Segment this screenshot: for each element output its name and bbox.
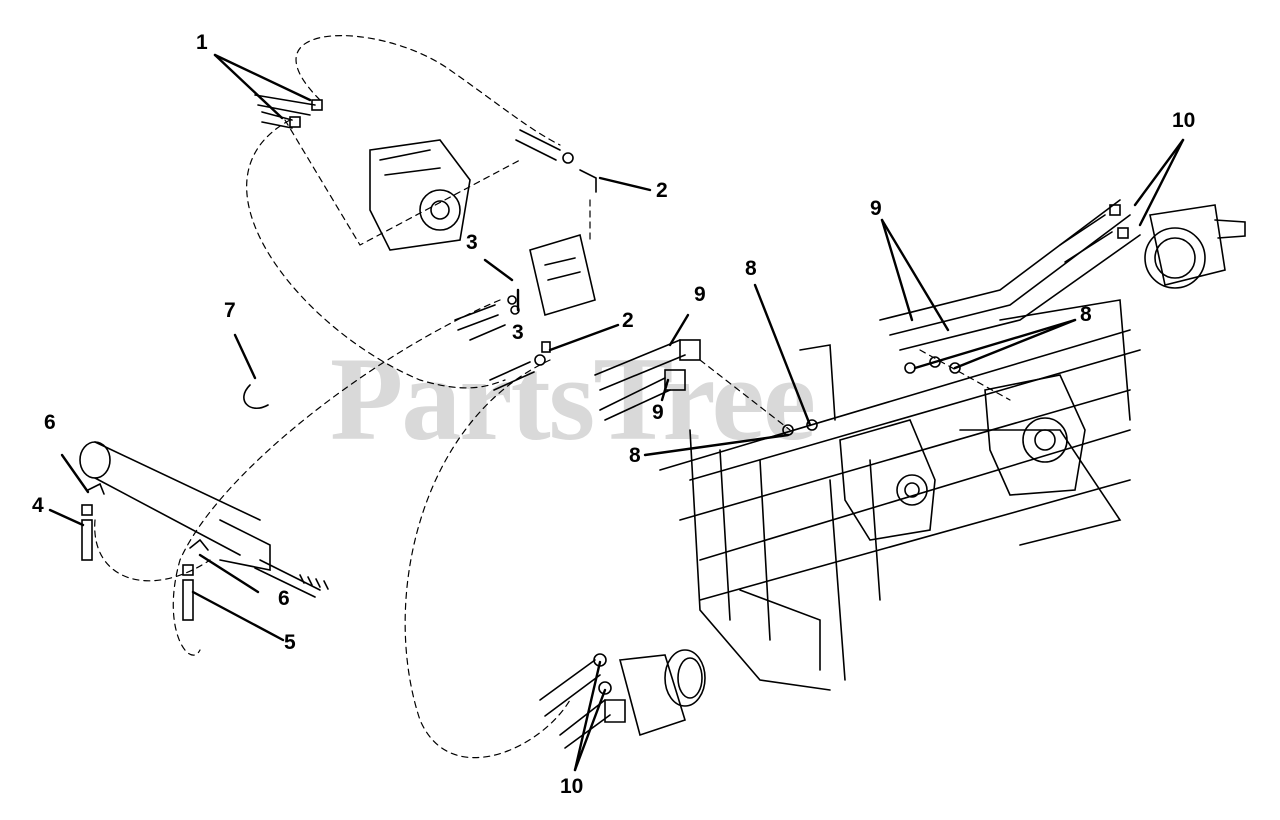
callout-2-upper: 2 [656, 179, 668, 202]
callout-8-right: 8 [1080, 303, 1092, 326]
callout-2-lower: 2 [622, 309, 634, 332]
callout-7: 7 [224, 299, 236, 322]
leader-lines [48, 53, 1185, 772]
callout-4: 4 [32, 494, 44, 517]
callout-9-upper: 9 [694, 283, 706, 306]
upper-wheel-motor [1144, 204, 1246, 289]
callout-8-lower: 8 [629, 444, 641, 467]
lift-cylinder [79, 441, 329, 621]
callout-8-center: 8 [745, 257, 757, 280]
middle-hoses [594, 339, 818, 436]
frame-assembly [659, 299, 1141, 691]
lower-pump [839, 419, 936, 541]
hose-routes [94, 35, 1011, 759]
callout-10-upper: 10 [1172, 109, 1196, 132]
callout-3-upper: 3 [466, 231, 478, 254]
retaining-ring [243, 384, 269, 409]
callout-9-lower: 9 [652, 401, 664, 424]
callout-10-lower: 10 [560, 775, 584, 798]
callout-9-right: 9 [870, 197, 882, 220]
callout-6-upper: 6 [44, 411, 56, 434]
callout-6-lower: 6 [278, 587, 290, 610]
callout-1: 1 [196, 31, 208, 54]
control-valve [529, 233, 596, 317]
rear-pump [984, 374, 1086, 496]
upper-pump [369, 139, 471, 251]
lower-wheel-motor [539, 649, 706, 749]
upper-hoses [254, 94, 597, 391]
right-hoses [879, 199, 1141, 374]
callout-5: 5 [284, 631, 296, 654]
callout-3-lower: 3 [512, 321, 524, 344]
